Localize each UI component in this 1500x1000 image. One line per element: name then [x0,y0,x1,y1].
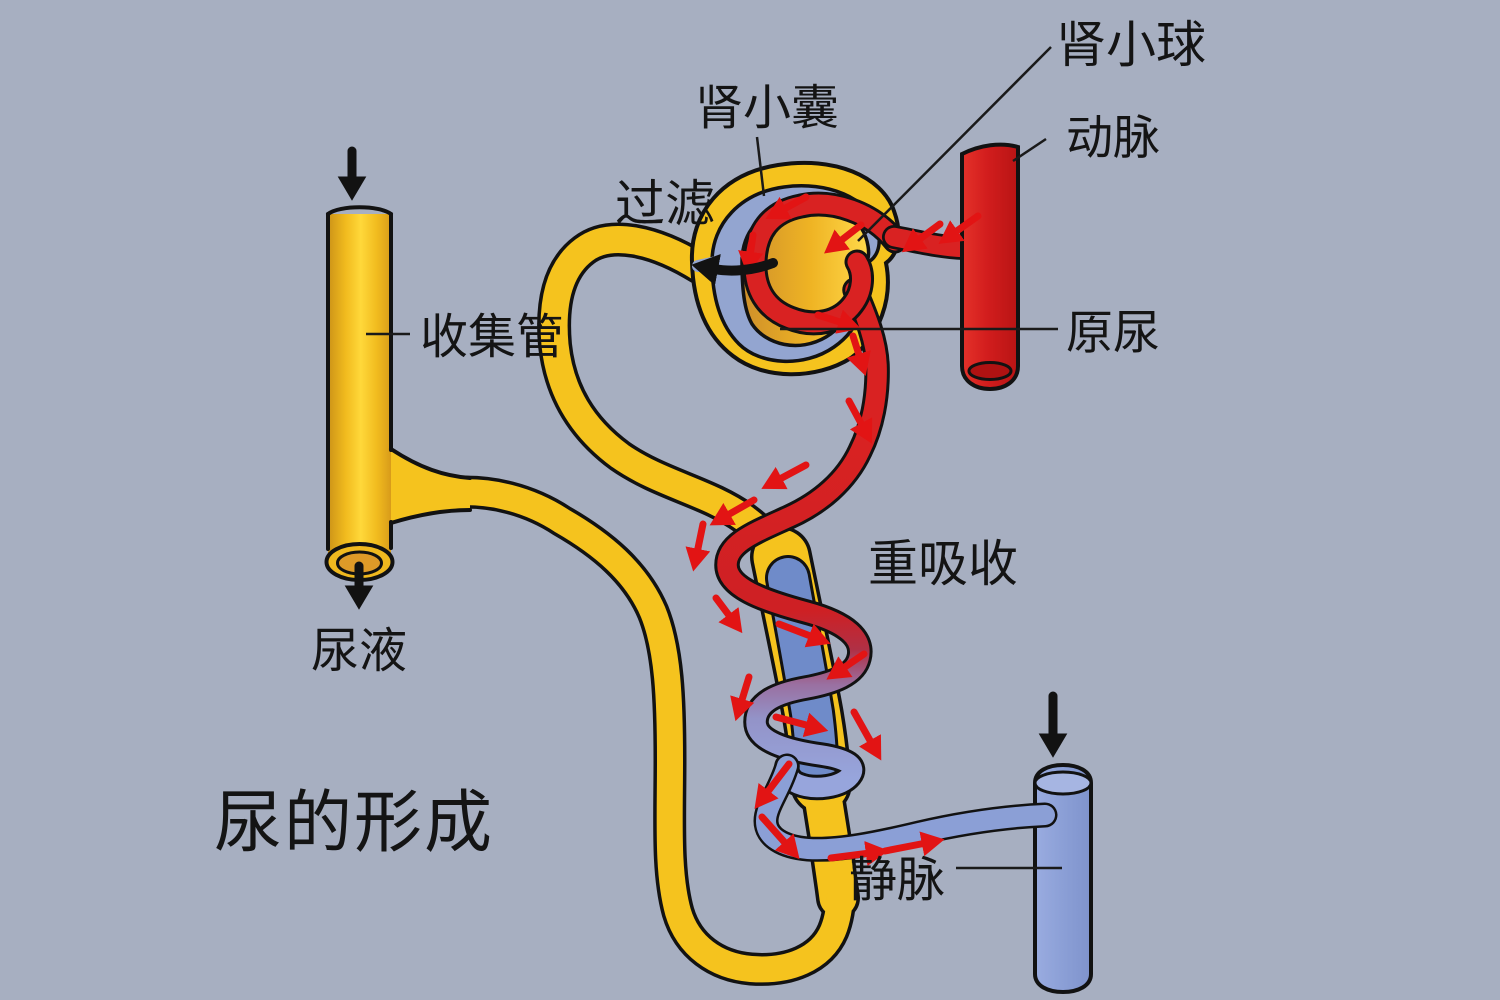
proximal-tubule [540,226,795,571]
flow-arrow [761,461,810,490]
artery-leader [1012,137,1047,163]
label-reabsorption: 重吸收 [868,536,1018,592]
flow-arrow [814,309,862,334]
collecting-duct [324,205,472,582]
flow-arrow [827,841,889,867]
filtration-arrow [691,254,778,286]
page-title: 尿的形成 [214,785,494,861]
flow-arrow [758,813,800,860]
flow-arrow [685,520,711,572]
flow-arrow [938,212,982,244]
label-primary-urine: 原尿 [1066,306,1160,359]
flow-arrow [730,673,755,722]
flow-arrow [826,650,868,680]
flow-arrow [845,397,873,444]
labels: 肾小囊 肾小球 动脉 过滤 原尿 收集管 尿液 重吸收 静脉 尿的形成 [214,17,1206,907]
flow-arrows [685,193,982,867]
flow-arrow [765,193,810,220]
vein-cylinder [1033,762,1093,995]
flow-arrow [712,594,743,634]
label-artery: 动脉 [1066,111,1160,164]
label-collecting-duct: 收集管 [420,311,564,364]
flow-arrow [881,831,945,857]
duct-branch-edges [389,447,472,525]
bowmans-capsule-leader [755,136,766,197]
flow-arrow [824,221,865,254]
flow-arrow [754,760,793,809]
collecting-duct-body [328,214,391,556]
leader-lines [366,46,1062,870]
label-vein: 静脉 [849,854,945,907]
flow-arrow [901,220,944,253]
flow-arrow [738,231,764,275]
duct-top-arc [326,205,393,216]
vein-top-opening [1033,770,1093,796]
flow-arrow [775,620,831,648]
glomerulus-leader [857,46,1052,242]
collecting-duct-branch [391,449,470,523]
glomerulus-coil [745,194,905,333]
peritubular-capillary [717,280,887,798]
label-filtration: 过滤 [615,176,715,232]
artery-branch [884,227,974,258]
artery-opening [967,361,1013,381]
artery-cylinder [960,142,1020,392]
loop-tubule [437,479,854,983]
venous-vessel [755,756,1055,860]
direction-arrows [337,146,1068,758]
flow-arrow [772,712,829,738]
label-glomerulus: 肾小球 [1056,17,1206,73]
flow-arrow [850,708,882,761]
flow-arrow [846,332,871,377]
flow-arrow [709,496,758,526]
label-bowmans-capsule: 肾小囊 [695,82,839,135]
label-urine: 尿液 [311,625,407,678]
